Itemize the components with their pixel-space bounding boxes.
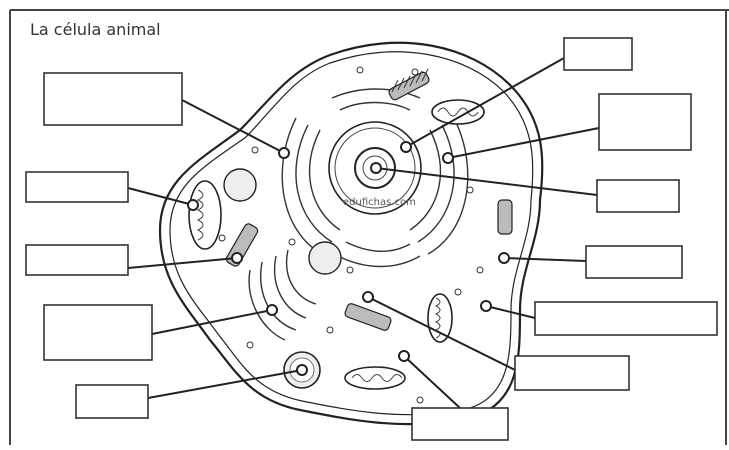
lysosome-left <box>224 169 256 201</box>
label-box-left-2[interactable] <box>26 172 128 202</box>
label-box-bottom-1[interactable] <box>515 356 629 390</box>
mitochondrion-bottom <box>345 367 405 389</box>
mitochondrion-left <box>189 181 221 249</box>
mitochondrion-bottom-right <box>428 294 452 342</box>
label-box-right-1[interactable] <box>564 38 632 70</box>
label-box-right-2[interactable] <box>599 94 691 150</box>
watermark: edufichas.com <box>343 197 416 208</box>
label-box-left-4[interactable] <box>44 305 152 360</box>
label-box-left-5[interactable] <box>76 385 148 418</box>
diagram-title: La célula animal <box>30 20 161 39</box>
centriole-right <box>498 200 512 234</box>
mitochondrion-top-right <box>432 100 484 124</box>
label-box-left-1[interactable] <box>44 73 182 125</box>
label-box-right-4[interactable] <box>586 246 682 278</box>
label-box-left-3[interactable] <box>26 245 128 275</box>
label-box-bottom-2[interactable] <box>412 408 508 440</box>
label-box-right-3[interactable] <box>597 180 679 212</box>
label-box-right-5[interactable] <box>535 302 717 335</box>
lysosome-center <box>309 242 341 274</box>
